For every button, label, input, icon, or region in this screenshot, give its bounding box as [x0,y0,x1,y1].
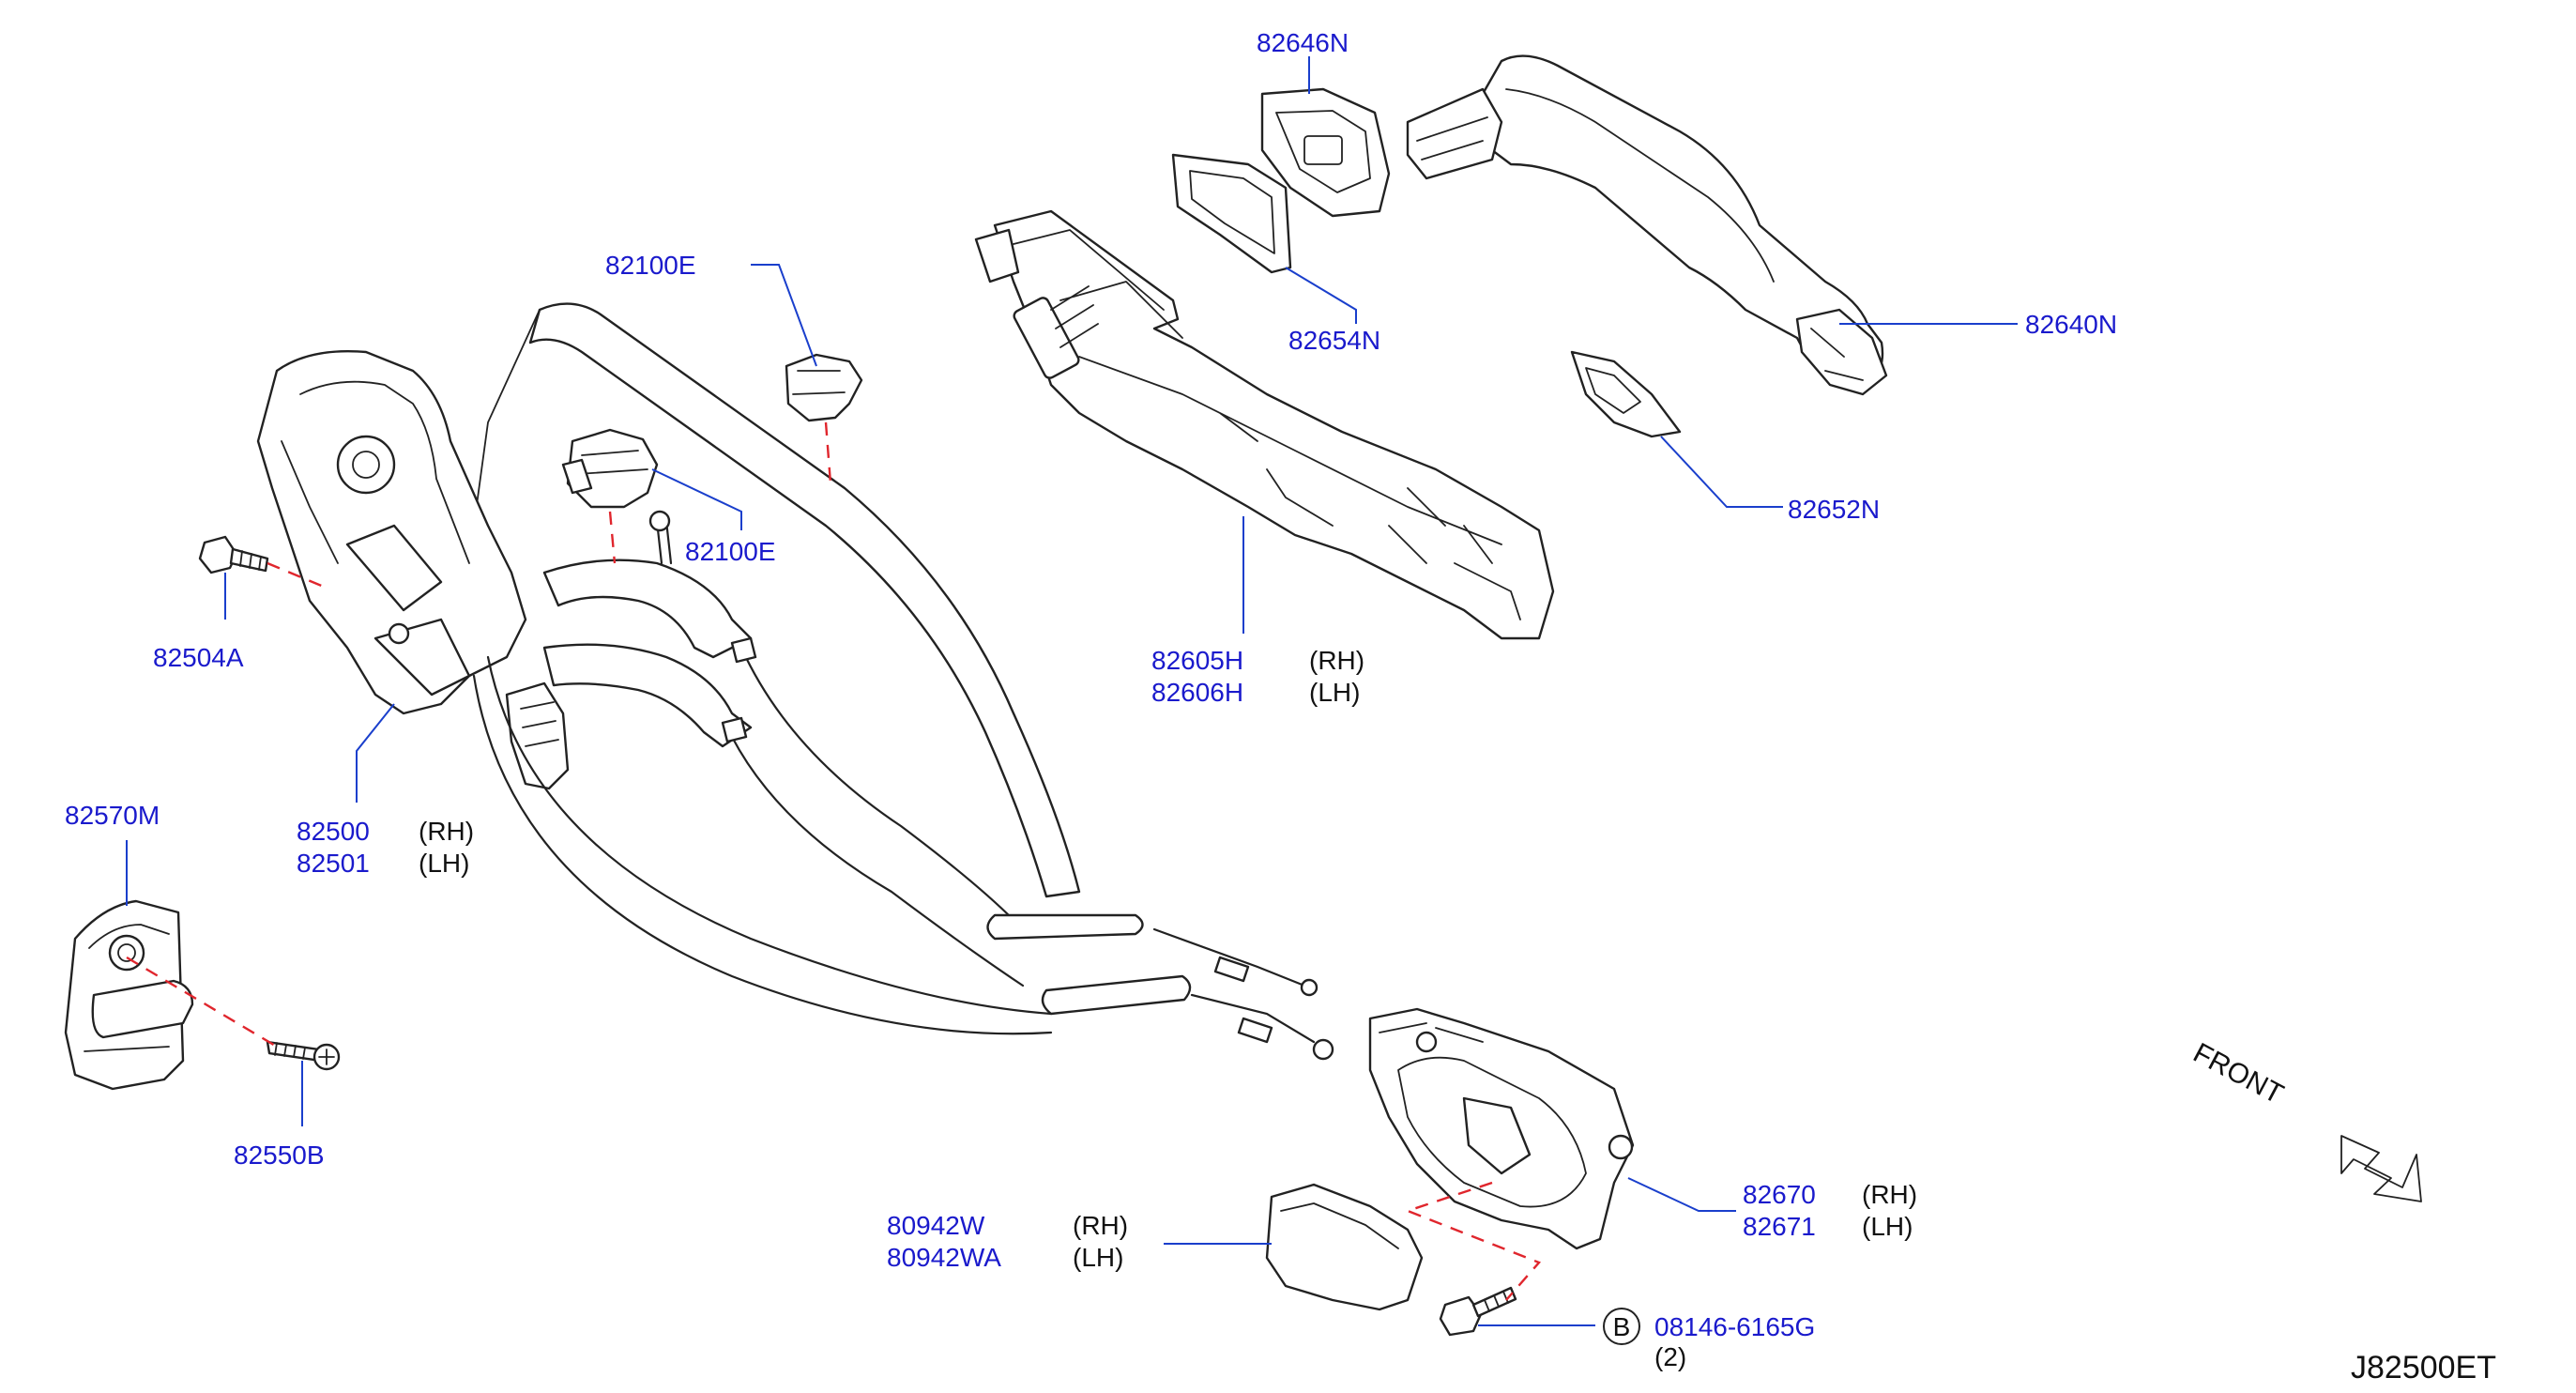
label-82646n[interactable]: 82646N [1257,28,1349,57]
label-82670[interactable]: 82670 [1743,1180,1816,1209]
label-82504a[interactable]: 82504A [153,643,244,672]
side-80942w: (RH) [1073,1211,1128,1240]
side-82670: (RH) [1862,1180,1917,1209]
label-08146-6165g[interactable]: 08146-6165G [1654,1312,1815,1341]
label-82500[interactable]: 82500 [297,817,370,846]
label-82550b[interactable]: 82550B [234,1140,325,1170]
cover-80942w[interactable] [1265,1183,1424,1311]
label-82606h[interactable]: 82606H [1151,678,1243,707]
bolt-marker-letter: B [1613,1312,1631,1341]
side-80942wa: (LH) [1073,1243,1123,1272]
bolt-marker-circle [1603,1308,1640,1345]
outside-handle-82640n[interactable] [1406,54,1888,396]
side-82605h: (RH) [1309,646,1364,675]
side-82500: (RH) [419,817,474,846]
door-lock-actuator-82500[interactable] [256,349,570,790]
callout-labels: 82646N 82654N 82640N 82652N 82100E 82100… [65,28,2496,1385]
label-82654n[interactable]: 82654N [1288,326,1380,355]
label-82501[interactable]: 82501 [297,849,370,878]
handle-bracket-82605h[interactable] [974,209,1555,640]
gasket-82652n[interactable] [1570,350,1682,438]
side-82501: (LH) [419,849,469,878]
diagram-code: J82500ET [2351,1350,2496,1385]
bolt-quantity: (2) [1654,1342,1686,1371]
gasket-82654n[interactable] [1171,153,1292,274]
bolt-08146-6165g[interactable] [1439,1286,1517,1337]
bolt-82504a[interactable] [198,535,269,574]
label-82570m[interactable]: 82570M [65,801,160,830]
screw-82550b[interactable] [266,1040,341,1071]
inner-cables [472,510,1334,1061]
label-80942w[interactable]: 80942W [887,1211,985,1240]
label-82671[interactable]: 82671 [1743,1212,1816,1241]
striker-82570m[interactable] [64,899,194,1091]
label-82652n[interactable]: 82652N [1788,495,1880,524]
clip-82100e-lower[interactable] [561,428,659,509]
front-label: FRONT [2188,1037,2289,1110]
label-82100e-upper[interactable]: 82100E [605,251,696,280]
front-arrow-icon [2340,1135,2422,1202]
clip-82100e-upper[interactable] [785,353,863,422]
inside-handle-82670[interactable] [1368,1007,1635,1250]
leader-lines [126,56,2018,1326]
escutcheon-82646n[interactable] [1260,87,1391,218]
label-82605h[interactable]: 82605H [1151,646,1243,675]
side-82606h: (LH) [1309,678,1360,707]
label-80942wa[interactable]: 80942WA [887,1243,1001,1272]
label-82640n[interactable]: 82640N [2025,310,2117,339]
rod-cable [473,302,1081,898]
side-82671: (LH) [1862,1212,1913,1241]
assembly-lines [126,421,1542,1301]
label-82100e-lower[interactable]: 82100E [685,537,776,566]
